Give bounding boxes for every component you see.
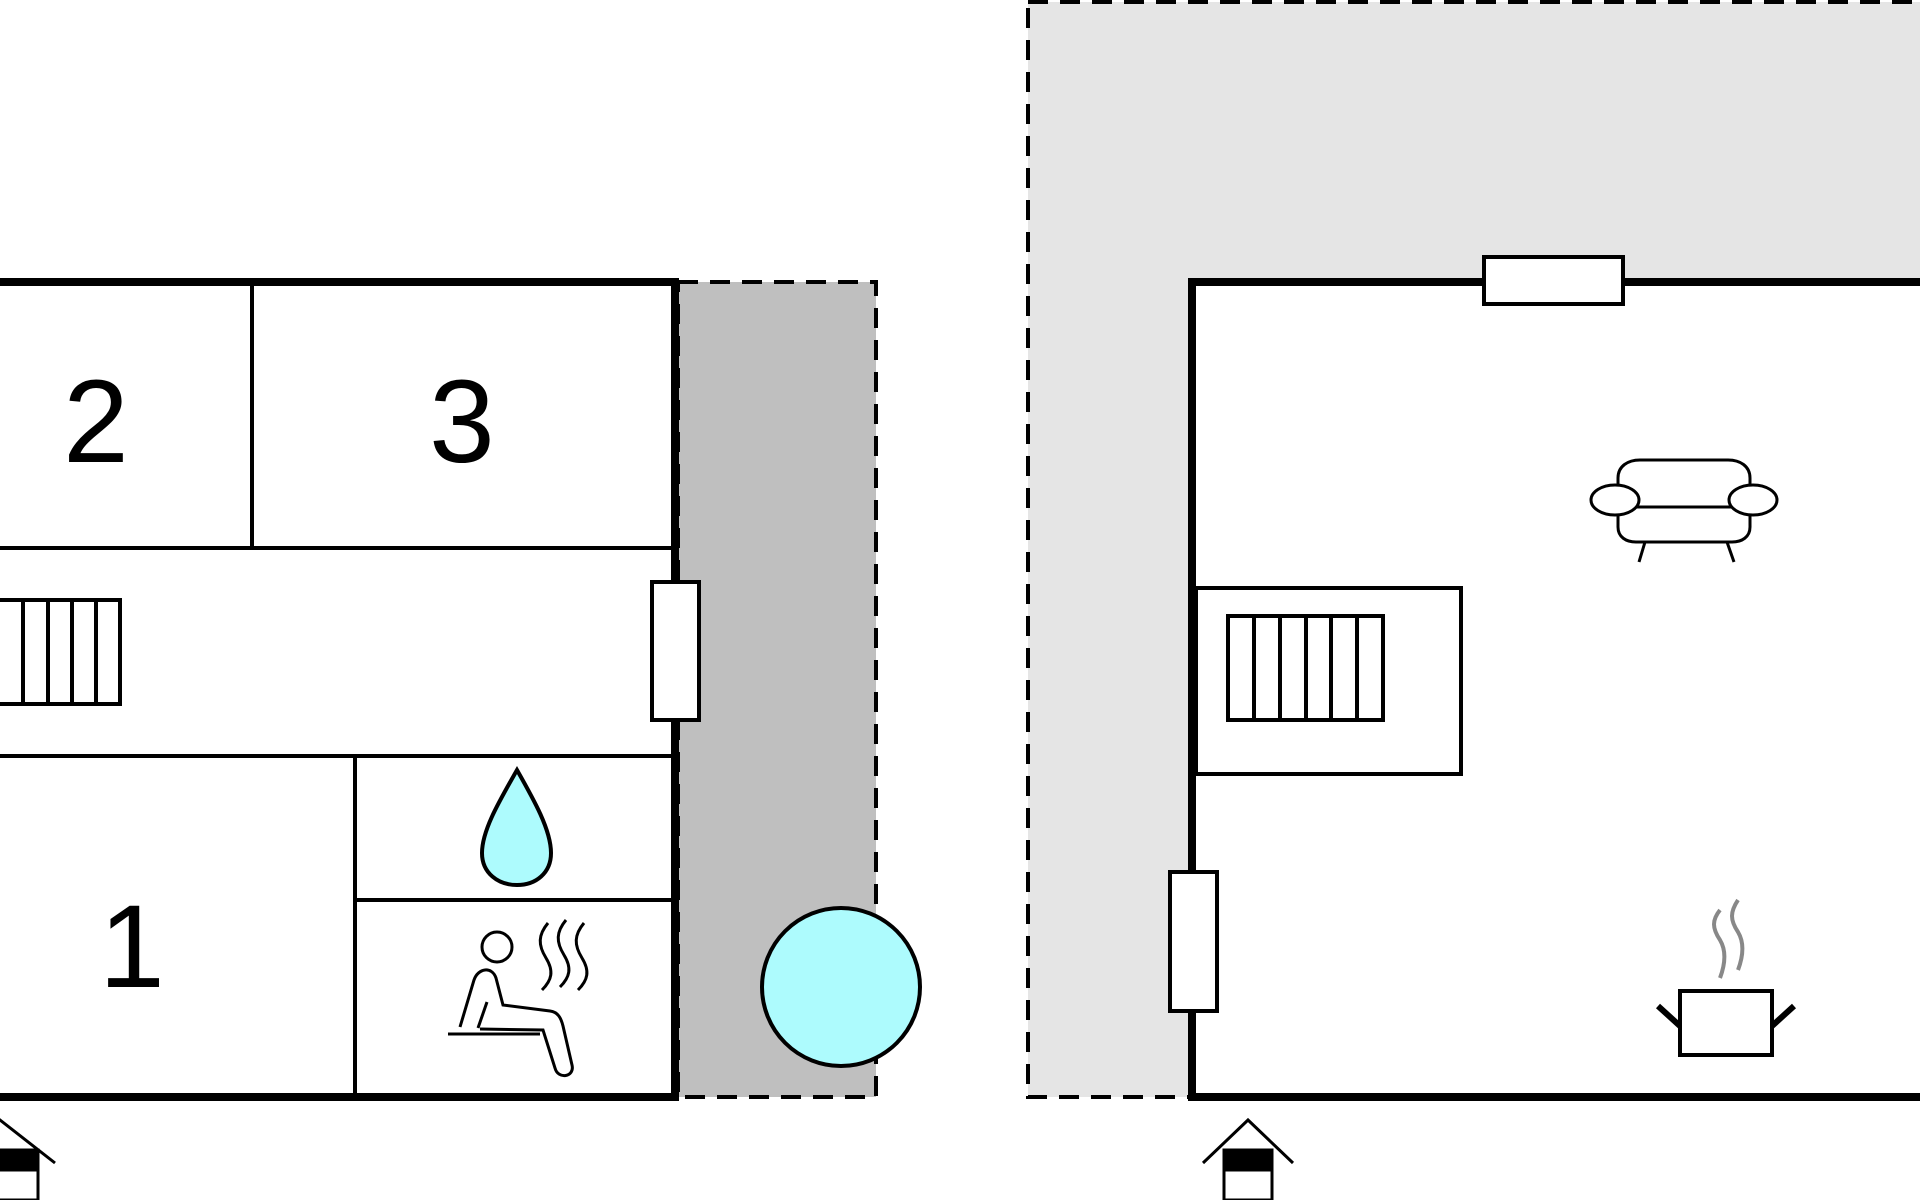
window bbox=[1168, 870, 1219, 1013]
room-label-1: 1 bbox=[99, 881, 165, 1013]
room-label-3: 3 bbox=[429, 356, 495, 488]
cooking-pot-icon bbox=[1655, 898, 1797, 1057]
stairs-icon bbox=[0, 598, 122, 706]
right-floor bbox=[1026, 0, 1920, 1200]
window bbox=[650, 580, 701, 722]
sauna-icon bbox=[448, 919, 589, 1077]
sofa-icon bbox=[1589, 458, 1779, 563]
shower-drop-icon bbox=[479, 765, 554, 888]
left-floor: 2 3 1 bbox=[0, 278, 922, 1200]
pool-icon bbox=[760, 906, 922, 1068]
window bbox=[1482, 255, 1625, 306]
entrance-icon bbox=[0, 1118, 56, 1200]
stairs-icon bbox=[1226, 614, 1385, 722]
entrance-icon bbox=[1201, 1117, 1295, 1200]
room-label-2: 2 bbox=[63, 356, 129, 488]
